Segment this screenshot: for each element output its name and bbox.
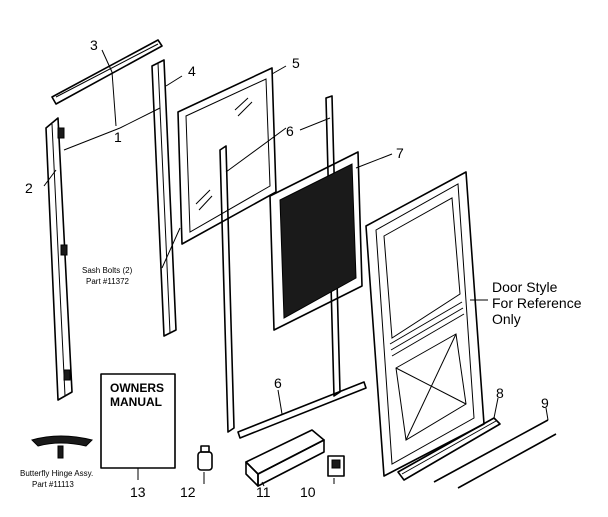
part-9-strips <box>433 419 557 489</box>
callout-6-bottom: 6 <box>274 375 282 391</box>
part-7-screen-panel <box>269 151 363 331</box>
part-8-sweep <box>397 417 501 481</box>
manual-title-line2: MANUAL <box>110 395 162 409</box>
part-10-latch-plate <box>327 455 345 477</box>
hinge-label-line2: Part #11113 <box>32 480 74 489</box>
callout-2: 2 <box>25 180 33 196</box>
door-reference <box>365 171 485 477</box>
door-style-label-line3: Only <box>492 311 521 327</box>
callout-4: 4 <box>188 63 196 79</box>
butterfly-hinge <box>31 435 93 459</box>
callout-3: 3 <box>90 37 98 53</box>
callout-9: 9 <box>541 395 549 411</box>
callout-5: 5 <box>292 55 300 71</box>
door-style-label-line1: Door Style <box>492 279 558 295</box>
hinge-label-line1: Butterfly Hinge Assy. <box>20 469 93 478</box>
sash-bolts-label-line1: Sash Bolts (2) <box>82 266 133 275</box>
callout-1: 1 <box>114 129 122 145</box>
part-4-vertical-bar <box>151 59 177 337</box>
callout-11: 11 <box>256 484 271 500</box>
leader-lines <box>43 49 549 487</box>
manual-title-line1: OWNERS <box>110 381 164 395</box>
callout-10: 10 <box>300 484 316 500</box>
sash-bolts-label-line2: Part #11372 <box>86 277 130 286</box>
callout-12: 12 <box>180 484 196 500</box>
part-3-top-rail <box>51 39 163 105</box>
part-11-box <box>245 429 325 487</box>
door-style-label-line2: For Reference <box>492 295 582 311</box>
part-6-spline-strips <box>219 95 367 439</box>
part-2-hinge-rail <box>45 117 73 401</box>
callout-6-top: 6 <box>286 123 294 139</box>
callout-7: 7 <box>396 145 404 161</box>
part-5-glass-panel <box>177 67 277 245</box>
callout-13: 13 <box>130 484 146 500</box>
callout-8: 8 <box>496 385 504 401</box>
part-12-bottle <box>197 445 213 471</box>
